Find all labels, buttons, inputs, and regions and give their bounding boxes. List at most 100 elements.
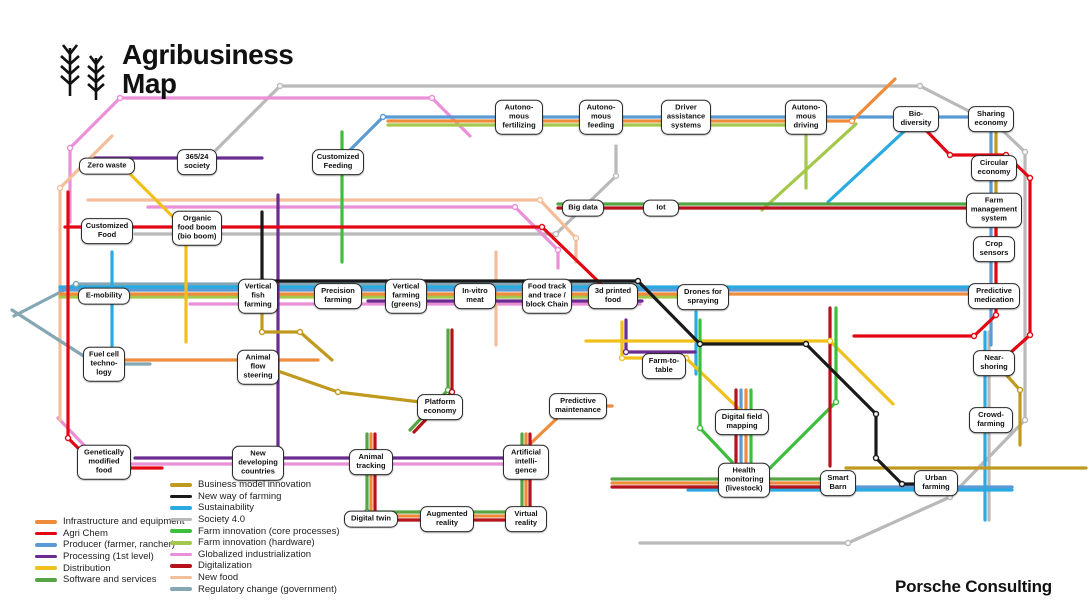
legend-item: Distribution	[35, 562, 184, 574]
junction-dot	[379, 113, 387, 121]
junction-dot	[826, 337, 834, 345]
junction-dot	[428, 94, 436, 102]
junction-dot	[371, 516, 379, 524]
legend-label: New way of farming	[198, 490, 282, 502]
junction-dot	[618, 354, 626, 362]
legend-swatch	[35, 543, 57, 547]
legend-label: Farm innovation (core processes)	[198, 525, 340, 537]
junction-dot	[796, 121, 804, 129]
legend-label: Regulatory change (government)	[198, 583, 337, 595]
junction-dot	[554, 246, 562, 254]
junction-dot	[682, 354, 690, 362]
legend-swatch	[170, 483, 192, 487]
legend-swatch	[170, 494, 192, 499]
legend-item: New food	[170, 572, 340, 584]
junction-dot	[872, 454, 880, 462]
junction-dot	[970, 332, 978, 340]
legend-swatch	[170, 517, 192, 522]
legend-item: Infrastructure and equipment	[35, 516, 184, 528]
junction-dot	[538, 223, 546, 231]
legend-label: Farm innovation (hardware)	[198, 537, 315, 549]
junction-dot	[696, 340, 704, 348]
map-line-soft-ar-loop	[365, 432, 524, 514]
map-line-sus-biodiversity	[826, 122, 914, 204]
junction-dot	[296, 328, 304, 336]
legend-label: Processing (1st level)	[63, 551, 154, 563]
legend-item: New way of farming	[170, 491, 340, 503]
junction-dot	[72, 280, 80, 288]
junction-dot	[511, 203, 519, 211]
junction-dot	[572, 234, 580, 242]
junction-dot	[946, 493, 954, 501]
wheat-icon	[54, 40, 112, 109]
legend-label: Agri Chem	[63, 527, 108, 539]
junction-dot	[518, 508, 526, 516]
legend-item: Business model innovation	[170, 479, 340, 491]
junction-dot	[622, 348, 630, 356]
legend-label: Business model innovation	[198, 479, 312, 491]
junction-dot	[566, 402, 574, 410]
junction-dot	[64, 434, 72, 442]
junction-dot	[1002, 151, 1010, 159]
legend-label: Sustainability	[198, 502, 254, 514]
map-line-proc-f2t	[624, 318, 697, 354]
map-line-hw-top	[386, 123, 808, 190]
legend-label: Producer (farmer, rancher)	[63, 539, 175, 551]
map-line-dig-ar-loop	[373, 432, 532, 522]
legend-item: Sustainability	[170, 502, 340, 514]
map-line-dig-platform	[412, 328, 454, 434]
page-title-line1: Agribusiness	[122, 39, 294, 70]
junction-dot	[258, 328, 266, 336]
map-line-soc-top	[214, 84, 1000, 152]
legend-item: Farm innovation (hardware)	[170, 537, 340, 549]
legend-swatch	[170, 564, 192, 568]
legend-swatch	[35, 554, 57, 559]
junction-dot	[802, 127, 810, 135]
junction-dot	[872, 410, 880, 418]
legend-label: New food	[198, 572, 239, 584]
legend-item: Agri Chem	[35, 528, 184, 540]
legend-swatch	[170, 587, 192, 591]
legend-item: Farm innovation (core processes)	[170, 525, 340, 537]
junction-dot	[696, 424, 704, 432]
junction-dot	[552, 230, 560, 238]
junction-dot	[94, 464, 102, 472]
legend-swatch	[170, 506, 192, 510]
junction-dot	[116, 94, 124, 102]
legend-swatch	[170, 529, 192, 533]
legend-item: Processing (1st level)	[35, 551, 184, 563]
junction-dot	[1021, 148, 1029, 156]
map-line-reg-fuelcell	[10, 308, 152, 366]
legend-swatch	[35, 531, 57, 536]
junction-dot	[536, 196, 544, 204]
junction-dot	[832, 398, 840, 406]
junction-dot	[1016, 386, 1024, 394]
legend-swatch	[170, 552, 192, 557]
legend-label: Software and services	[63, 574, 157, 586]
map-line-agri-crop	[852, 223, 998, 338]
junction-dot	[526, 516, 534, 524]
junction-dot	[448, 388, 456, 396]
map-line-agri-right	[916, 120, 1032, 364]
junction-dot	[258, 277, 266, 285]
junction-dot	[66, 144, 74, 152]
junction-dot	[802, 340, 810, 348]
map-line-biz-fish	[260, 310, 334, 362]
legend-swatch	[170, 575, 192, 580]
junction-dot	[946, 151, 954, 159]
junction-dot	[334, 388, 342, 396]
junction-dot	[182, 226, 190, 234]
junction-dot	[992, 311, 1000, 319]
legend-swatch	[35, 520, 57, 524]
legend-label: Globalized industrialization	[198, 548, 312, 560]
legend-item: Software and services	[35, 574, 184, 586]
page-title-line2: Map	[122, 68, 177, 100]
legend-item: Globalized industrialization	[170, 549, 340, 561]
map-line-dist-f2t	[620, 320, 742, 412]
map-line-infra-maintenance	[528, 404, 614, 446]
map-line-newfood-mid	[86, 198, 578, 264]
junction-dot	[1026, 174, 1034, 182]
